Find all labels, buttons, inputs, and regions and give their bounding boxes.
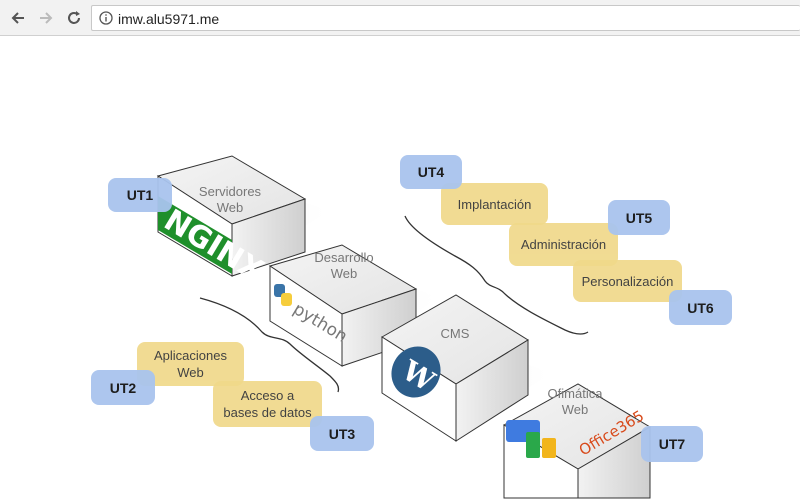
url-text: imw.alu5971.me: [118, 11, 220, 27]
box-label-line: Servidores: [198, 184, 262, 199]
topic-line: bases de datos: [223, 405, 312, 420]
forward-arrow-icon[interactable]: [36, 8, 56, 28]
diagram-graphics: NGINX python W: [156, 155, 651, 499]
topic-personalizacion: Personalización: [573, 260, 682, 302]
box-label-servidores: Servidores Web: [185, 184, 275, 216]
unit-label: UT1: [126, 187, 154, 203]
box-label-desarrollo: Desarrollo Web: [299, 250, 389, 282]
box-label-line: Ofimática: [547, 386, 603, 401]
box-label-line: Web: [216, 200, 244, 215]
page-content: NGINX python W: [0, 36, 800, 499]
browser-toolbar: imw.alu5971.me: [0, 0, 800, 36]
topic-acceso-bd: Acceso a bases de datos: [213, 381, 322, 427]
box-label-cms: CMS: [410, 326, 500, 342]
unit-badge-ut3: UT3: [310, 416, 374, 451]
box-label-line: Desarrollo: [314, 250, 374, 265]
topic-administracion: Administración: [509, 223, 618, 266]
unit-badge-ut6: UT6: [669, 290, 732, 325]
brace-right: [404, 215, 589, 335]
box-label-line: Web: [330, 266, 358, 281]
unit-badge-ut4: UT4: [400, 155, 462, 189]
topic-label: Implantación: [457, 196, 532, 212]
topic-label: Personalización: [581, 273, 674, 289]
topic-line: Acceso a: [240, 388, 295, 403]
topic-label: Administración: [520, 237, 607, 252]
address-bar[interactable]: imw.alu5971.me: [91, 5, 800, 31]
box-cms: W: [381, 294, 529, 442]
back-arrow-icon[interactable]: [8, 8, 28, 28]
unit-label: UT2: [109, 379, 137, 396]
topic-line: Web: [177, 365, 204, 380]
info-icon[interactable]: [99, 11, 113, 30]
topic-line: Aplicaciones: [154, 348, 227, 363]
unit-label: UT7: [658, 436, 686, 452]
box-label-ofimatica: Ofimática Web: [530, 386, 620, 418]
reload-icon[interactable]: [64, 8, 84, 28]
box-label-line: Web: [561, 402, 589, 417]
unit-label: UT5: [625, 209, 653, 226]
unit-label: UT3: [328, 425, 356, 442]
unit-label: UT4: [417, 164, 445, 180]
unit-badge-ut5: UT5: [608, 200, 670, 235]
unit-badge-ut7: UT7: [641, 426, 703, 462]
unit-label: UT6: [687, 299, 714, 316]
unit-badge-ut2: UT2: [91, 370, 155, 405]
box-ofimatica-web: Office365: [502, 383, 651, 499]
unit-badge-ut1: UT1: [108, 178, 172, 212]
box-label-line: CMS: [440, 326, 470, 341]
brace-left: [199, 297, 340, 393]
topic-implantacion: Implantación: [441, 183, 548, 225]
